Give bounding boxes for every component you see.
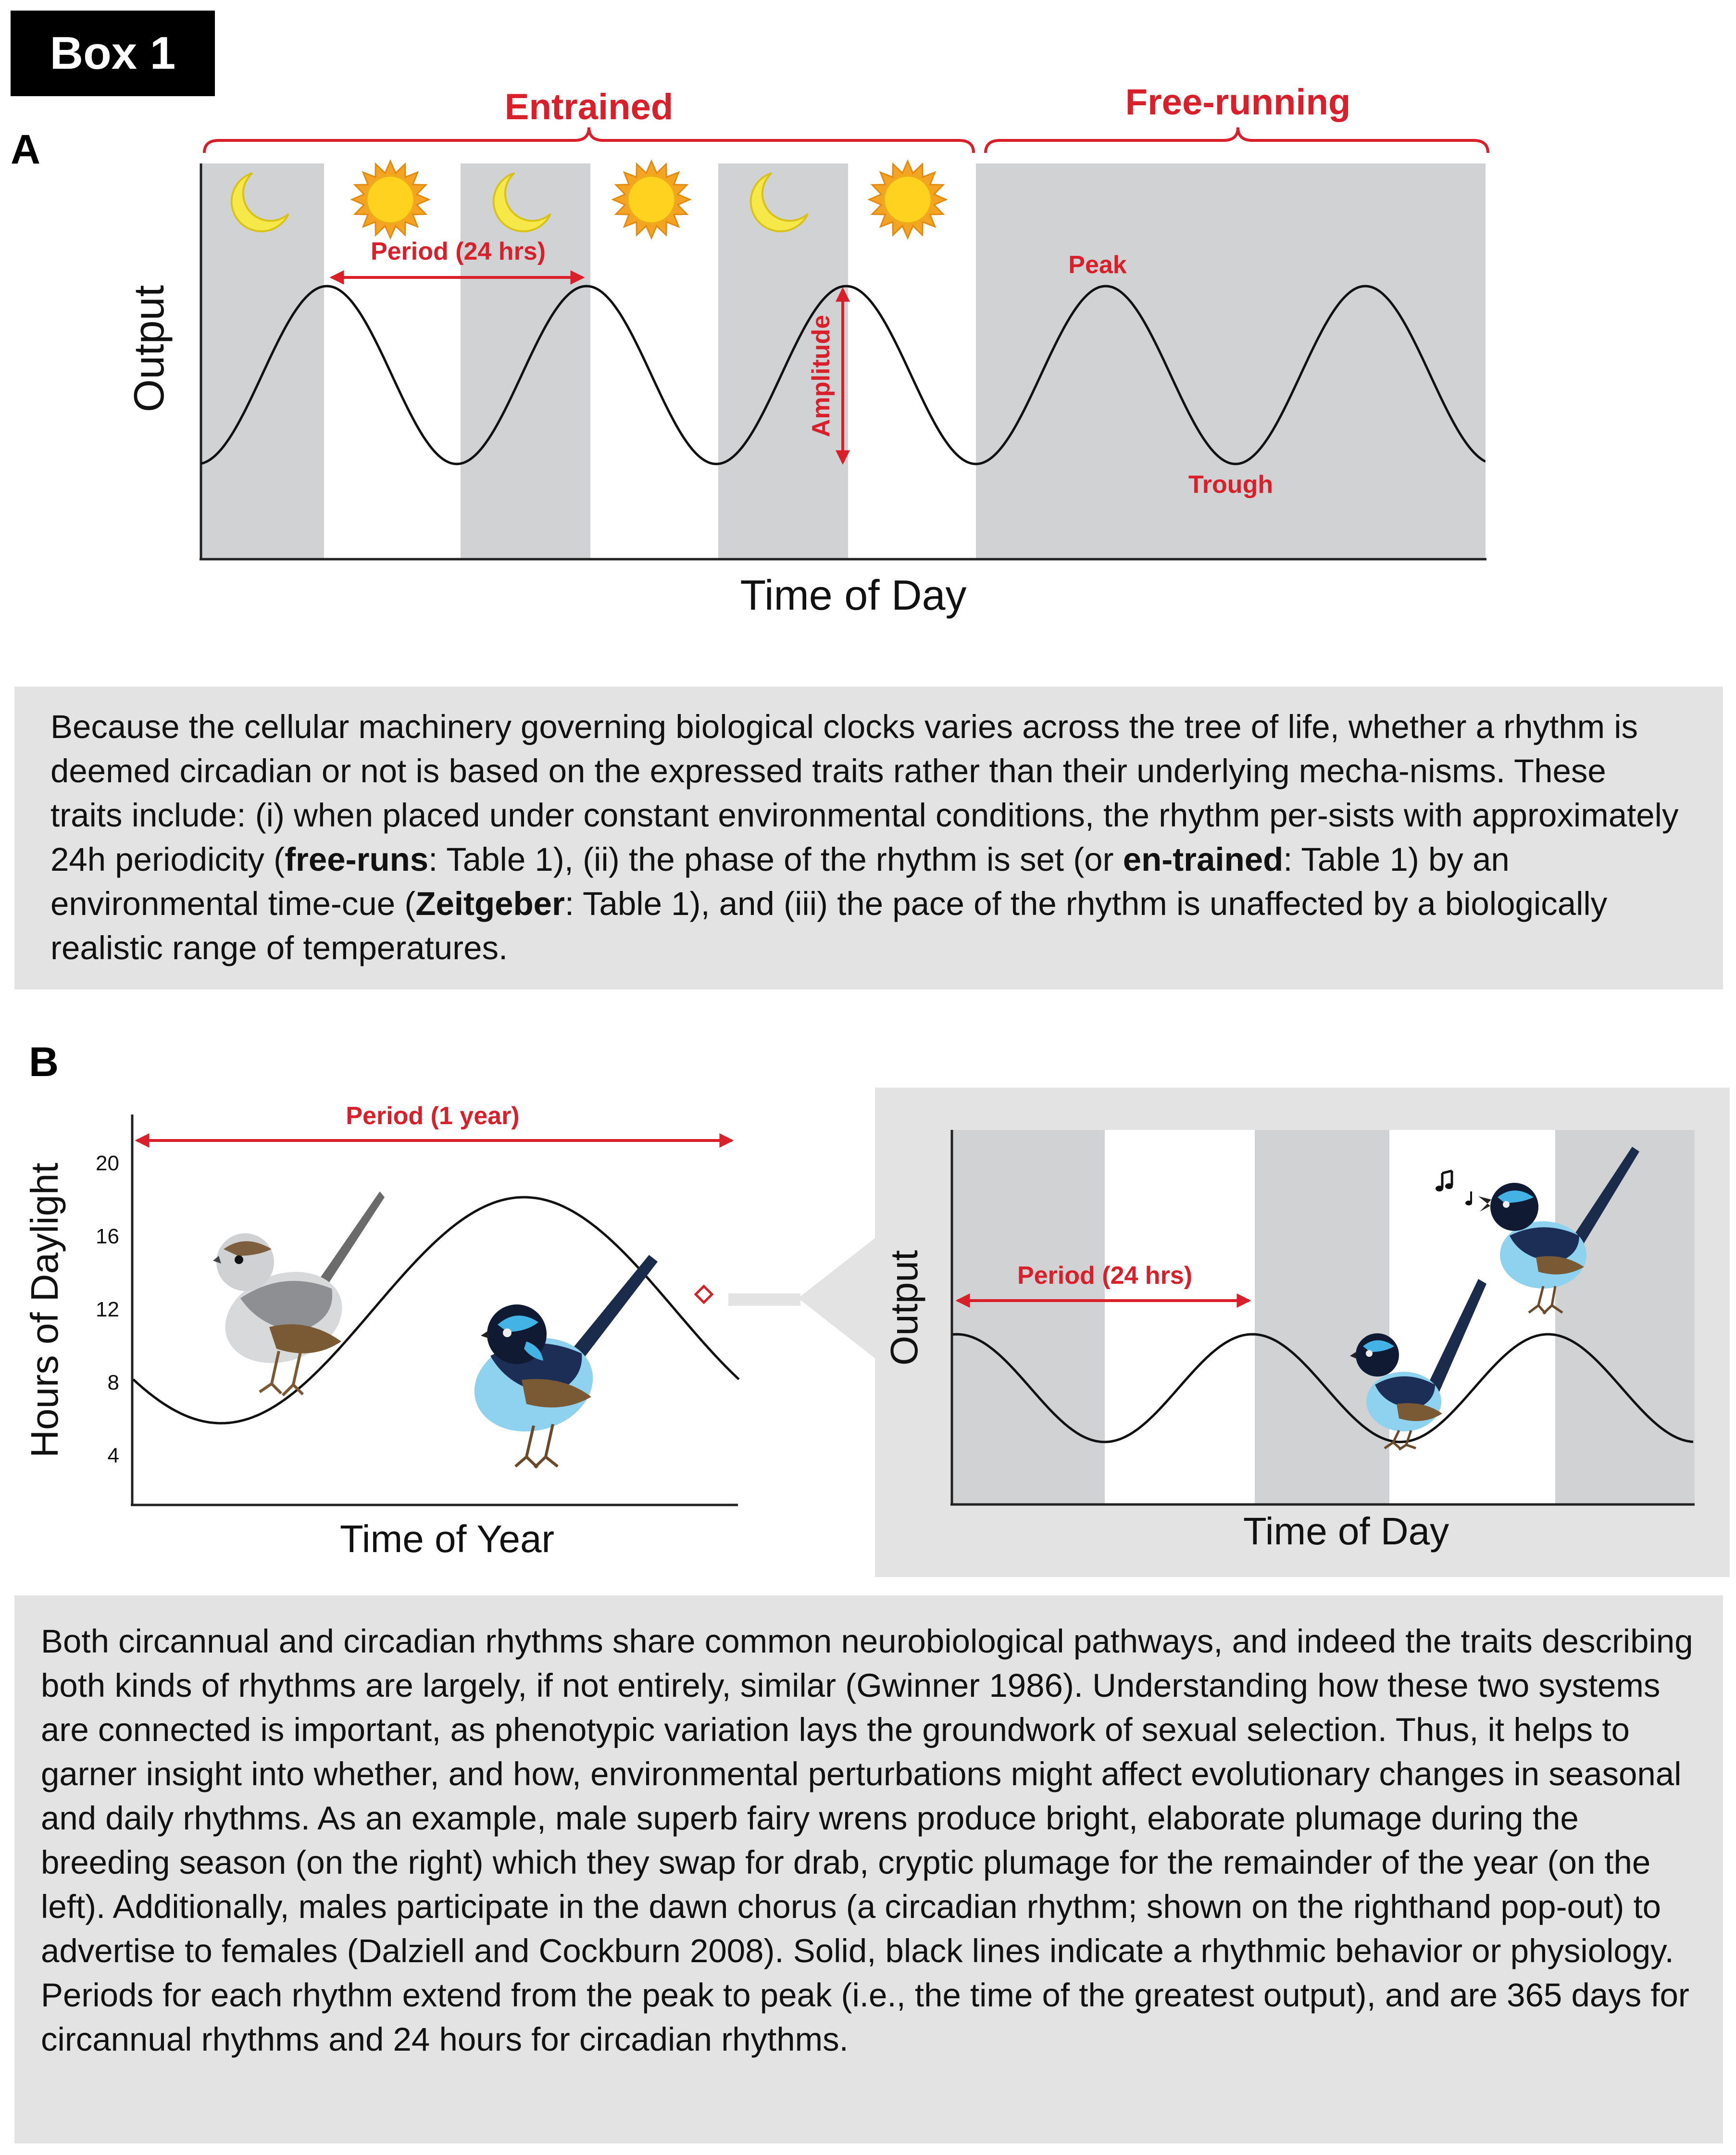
free-running-label: Free-running <box>1125 82 1351 123</box>
text-a-run: Zeitgeber <box>415 885 565 922</box>
moon-icon <box>749 172 809 233</box>
moon-icon <box>230 172 289 233</box>
text-a-run: en-trained <box>1123 841 1284 878</box>
dawn-chorus-rhythm-curve <box>952 1333 1694 1443</box>
year-x-label: Time of Year <box>340 1517 554 1560</box>
y-tick-4: 4 <box>108 1444 119 1467</box>
year-y-label: Hours of Daylight <box>23 1163 66 1458</box>
free-running-band <box>976 163 1486 559</box>
popout-connector <box>728 1293 800 1306</box>
text-a-run: free-runs <box>285 841 429 878</box>
entrained-bracket <box>203 127 975 153</box>
day-night-band-3 <box>1555 1130 1695 1504</box>
day-y-label: Output <box>883 1250 925 1366</box>
y-tick-12: 12 <box>96 1298 119 1321</box>
circadian-rhythm-curve <box>201 285 1486 465</box>
year-chart: 20 16 12 8 4 Period (1 year) Hours of Da… <box>23 1102 740 1560</box>
day-chart: Period (24 hrs) Output Time of Day <box>883 1130 1695 1553</box>
panel-a-letter: A <box>11 126 41 173</box>
panel-a-chart: Entrained Free-running Period (24 hrs) A… <box>125 82 1489 619</box>
description-box-b: Both circannual and circadian rhythms sh… <box>14 1595 1723 2143</box>
singing-fairy-wren-illustration <box>1478 1147 1639 1315</box>
sun-icon <box>867 159 948 240</box>
panel-a-x-label: Time of Day <box>740 571 966 619</box>
free-running-bracket <box>984 127 1489 153</box>
trough-label: Trough <box>1188 471 1273 499</box>
text-a-run: Because the cellular machinery governing… <box>50 708 1679 878</box>
amplitude-label: Amplitude <box>807 315 835 437</box>
sun-icon <box>611 159 692 240</box>
drab-fairy-wren-illustration <box>213 1191 385 1397</box>
day-night-band-1 <box>952 1130 1105 1504</box>
sun-icon <box>350 159 431 240</box>
perched-fairy-wren-illustration <box>1350 1279 1486 1451</box>
year-period-label: Period (1 year) <box>346 1102 519 1130</box>
day-period-label: Period (24 hrs) <box>1017 1262 1192 1290</box>
description-b-text: Both circannual and circadian rhythms sh… <box>41 1623 1693 2058</box>
y-tick-8: 8 <box>108 1371 119 1394</box>
day-x-label: Time of Day <box>1243 1510 1449 1553</box>
y-tick-20: 20 <box>96 1152 119 1175</box>
box-label: Box 1 <box>11 11 215 96</box>
period-label: Period (24 hrs) <box>371 238 546 265</box>
text-a-run: : Table 1), and (iii) the pace of the rh… <box>50 885 1608 966</box>
text-a-run: : Table 1) by an environmental time-cue … <box>50 841 1510 922</box>
circannual-rhythm-curve <box>132 1196 740 1425</box>
description-a-text: Because the cellular machinery governing… <box>50 705 1687 970</box>
popout-marker <box>694 1284 714 1304</box>
y-tick-16: 16 <box>96 1225 119 1248</box>
panel-a-y-label: Output <box>125 285 173 412</box>
music-note-icon <box>1436 1169 1472 1205</box>
moon-icon <box>492 172 551 233</box>
panel-b-letter: B <box>29 1039 59 1085</box>
peak-label: Peak <box>1068 251 1127 279</box>
bright-fairy-wren-illustration <box>474 1255 658 1469</box>
text-a-run: : Table 1), (ii) the phase of the rhythm… <box>428 841 1123 878</box>
day-night-band-2 <box>1255 1130 1389 1504</box>
entrained-label: Entrained <box>505 87 674 127</box>
description-box-a: Because the cellular machinery governing… <box>14 687 1723 990</box>
day-day-band-1 <box>1105 1130 1255 1504</box>
